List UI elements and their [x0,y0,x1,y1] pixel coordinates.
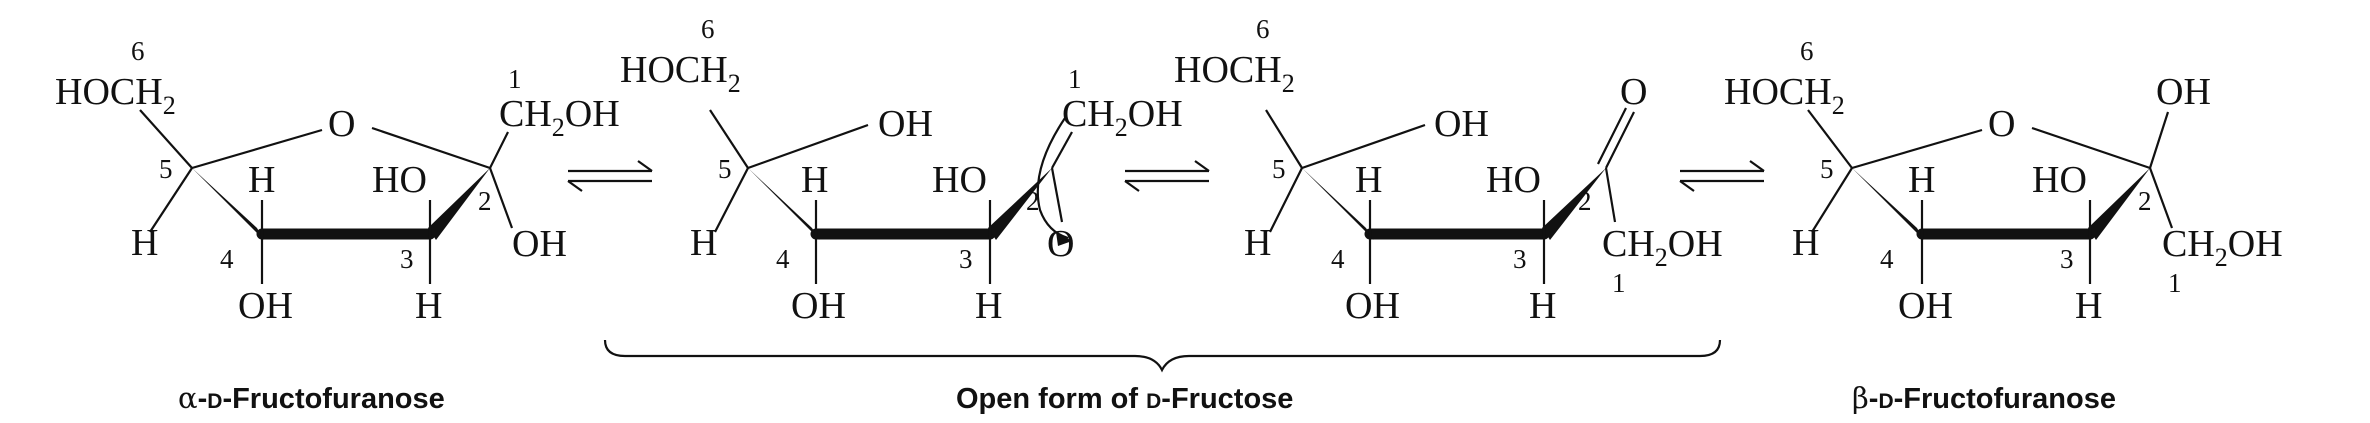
locant-2: 2 [1578,186,1592,216]
locant-3: 3 [2060,244,2074,274]
h-c5: H [131,222,158,264]
h-c4: H [801,159,828,201]
equilibrium-arrow-2 [1124,160,1210,192]
h-c5: H [1792,222,1819,264]
oh-c5: OH [1434,103,1489,145]
o-c2: O [1047,223,1074,265]
hoch2-label: HOCH2 [1724,71,1845,120]
caption-alpha: α-D-Fructofuranose [178,381,445,415]
open-chain-structure-2: HOCH2 6 OH O 5 4 3 2 H H OH HO H CH2OH 1 [1174,14,1723,327]
locant-6: 6 [1800,36,1814,66]
locant-5: 5 [1272,154,1286,184]
oh-c4: OH [1345,285,1400,327]
locant-4: 4 [220,244,234,274]
locant-5: 5 [159,154,173,184]
oh-c4: OH [791,285,846,327]
alpha-fructofuranose-structure: HOCH2 6 O CH2OH 1 5 4 3 2 H H OH HO H OH [55,36,620,327]
beta-fructofuranose-structure: HOCH2 6 O OH 5 4 3 2 H H OH HO H CH2OH 1 [1724,36,2283,327]
h-c4: H [1908,159,1935,201]
h-c4: H [248,159,275,201]
locant-3: 3 [400,244,414,274]
ch2oh-label: CH2OH [2162,223,2283,272]
h-c3: H [2075,285,2102,327]
h-c5: H [1244,222,1271,264]
locant-1: 1 [1612,268,1626,298]
ho-c3: HO [932,159,987,201]
ring-oxygen: O [328,103,355,145]
hoch2-label: HOCH2 [620,49,741,98]
locant-6: 6 [701,14,715,44]
h-c5: H [690,222,717,264]
oh-c2: OH [512,223,567,265]
o-c2: O [1620,71,1647,113]
locant-3: 3 [959,244,973,274]
equilibrium-arrow-3 [1679,160,1765,192]
locant-5: 5 [718,154,732,184]
locant-4: 4 [1331,244,1345,274]
caption-beta: β-D-Fructofuranose [1852,381,2116,415]
caption-open-form: Open form of D-Fructose [956,383,1293,415]
locant-2: 2 [2138,186,2152,216]
ho-c3: HO [372,159,427,201]
locant-1: 1 [1068,64,1082,94]
oh-c4: OH [1898,285,1953,327]
ho-c3: HO [1486,159,1541,201]
h-c4: H [1355,159,1382,201]
oh-c4: OH [238,285,293,327]
ch2oh-label: CH2OH [1062,93,1183,142]
ring-oxygen: O [1988,103,2015,145]
locant-6: 6 [131,36,145,66]
locant-4: 4 [776,244,790,274]
ho-c3: HO [2032,159,2087,201]
h-c3: H [1529,285,1556,327]
locant-5: 5 [1820,154,1834,184]
open-chain-structure-1: HOCH2 6 OH CH2OH 1 5 4 3 2 H H OH HO H O [620,14,1183,327]
ch2oh-label: CH2OH [1602,223,1723,272]
equilibrium-arrow-1 [567,160,653,192]
locant-2: 2 [478,186,492,216]
locant-4: 4 [1880,244,1894,274]
locant-6: 6 [1256,14,1270,44]
oh-c2: OH [2156,71,2211,113]
ch2oh-label: CH2OH [499,93,620,142]
locant-1: 1 [508,64,522,94]
oh-c5: OH [878,103,933,145]
hoch2-label: HOCH2 [55,71,176,120]
locant-3: 3 [1513,244,1527,274]
open-form-brace [603,339,1722,373]
hoch2-label: HOCH2 [1174,49,1295,98]
locant-2: 2 [1026,186,1040,216]
h-c3: H [975,285,1002,327]
h-c3: H [415,285,442,327]
locant-1: 1 [2168,268,2182,298]
